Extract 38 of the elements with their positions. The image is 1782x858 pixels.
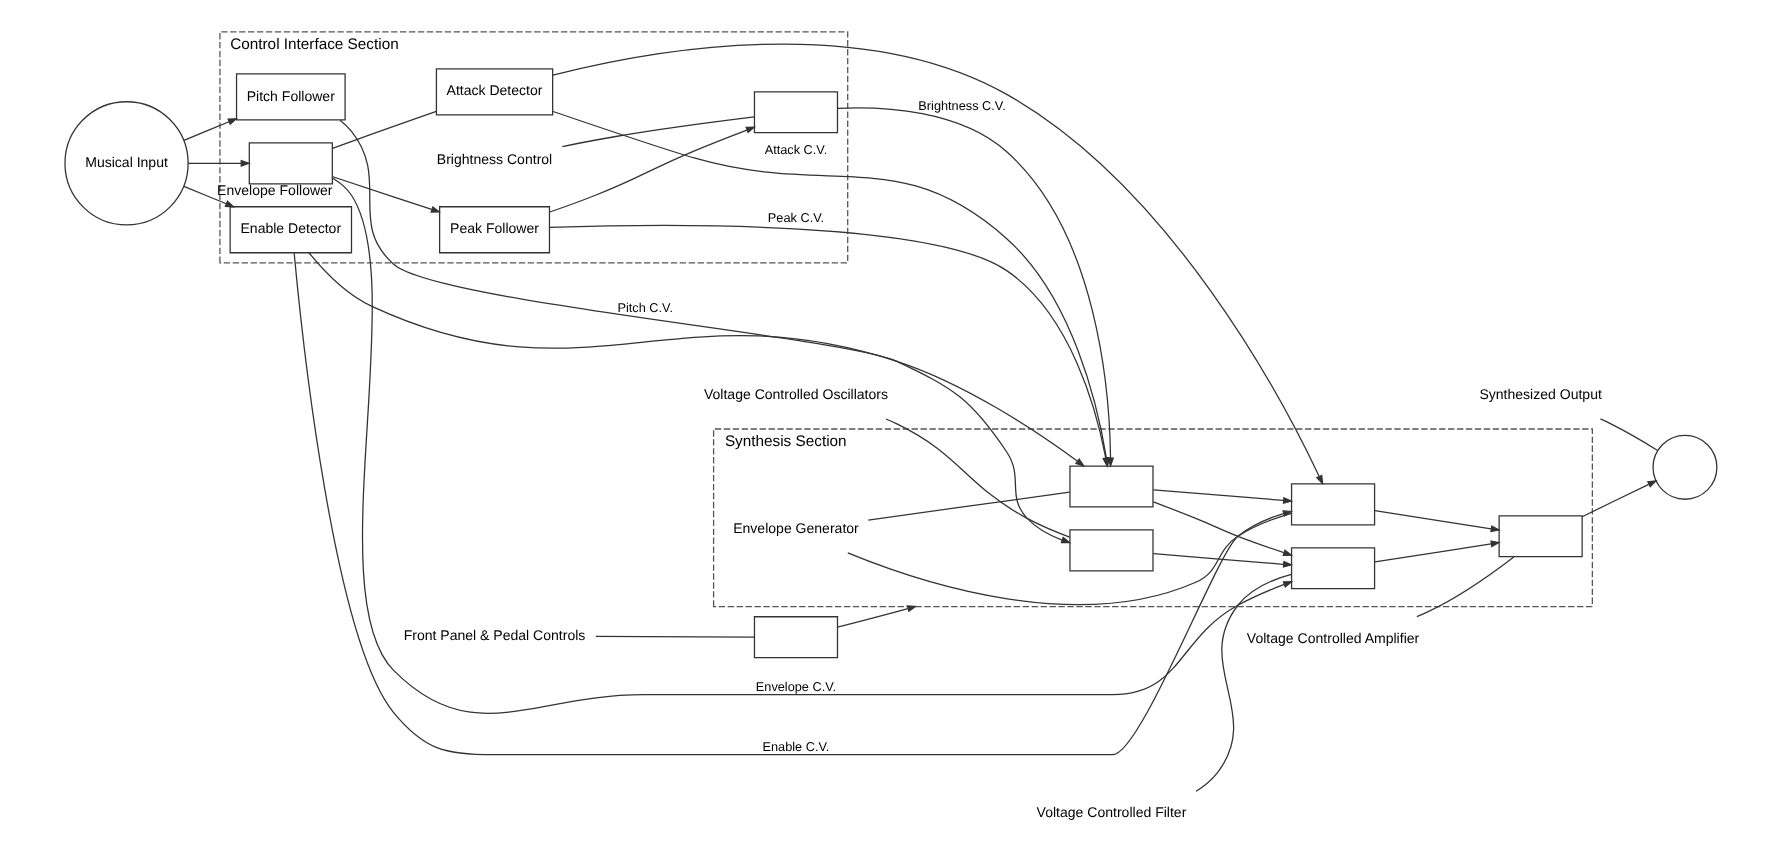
arrow <box>332 176 442 213</box>
arrow <box>1374 540 1501 563</box>
arrow <box>1152 501 1294 556</box>
node-circle <box>1652 434 1718 500</box>
node-box <box>248 142 333 185</box>
connector <box>331 110 437 150</box>
arrow <box>1374 510 1501 533</box>
arrow <box>339 119 1072 544</box>
arrow <box>837 107 1115 468</box>
connector <box>1416 556 1515 618</box>
node-box <box>1069 529 1154 572</box>
arrow <box>187 159 251 167</box>
connector <box>885 418 1071 538</box>
node-box <box>1498 515 1583 558</box>
connector <box>847 512 1293 606</box>
connector <box>867 491 1071 521</box>
node-box <box>753 91 839 134</box>
connector <box>561 116 756 148</box>
arrow <box>308 252 1086 467</box>
node-box <box>753 616 839 659</box>
arrow <box>549 126 757 213</box>
arrow <box>552 110 1110 468</box>
arrow <box>552 43 1324 486</box>
node-box <box>1290 483 1376 526</box>
arrow <box>1152 553 1294 568</box>
arrow <box>1581 479 1658 518</box>
connector <box>1599 418 1659 452</box>
connector <box>1195 573 1292 792</box>
arrow <box>183 185 236 208</box>
arrow <box>183 118 239 141</box>
arrow <box>836 605 918 628</box>
arrow <box>332 177 1294 714</box>
node-box <box>1290 547 1376 590</box>
node-box <box>1069 465 1154 508</box>
connector <box>595 635 755 638</box>
arrow <box>1152 489 1294 504</box>
arrow <box>293 252 1294 756</box>
arrow <box>549 224 1110 468</box>
